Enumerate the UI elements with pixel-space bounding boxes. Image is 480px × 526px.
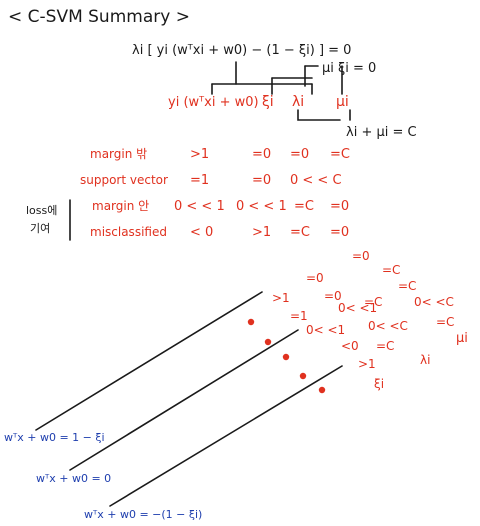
- row-mu: =0: [330, 199, 349, 214]
- diagram-margin-top: >1: [272, 291, 290, 305]
- row-lambda: =0: [290, 147, 309, 162]
- row-name: margin 밖: [90, 147, 147, 161]
- diagram-lambda-sv: 0< <C: [368, 319, 408, 333]
- row-mu: =0: [330, 225, 349, 240]
- page-title: < C-SVM Summary >: [8, 7, 190, 27]
- diagram-xi-sv: =0: [324, 289, 342, 303]
- lower-line-equation: wᵀx + w0 = −(1 − ξi): [84, 508, 202, 521]
- upper-line-equation: wᵀx + w0 = 1 − ξi: [4, 431, 105, 444]
- row-lambda: =C: [290, 225, 310, 240]
- diagram-lambda-top: =0: [352, 249, 370, 263]
- lambda-label: λi: [292, 94, 304, 110]
- diagram-lambda-name: λi: [420, 353, 430, 367]
- diagram-mu-mis: =C: [436, 315, 454, 329]
- row-margin: >1: [190, 147, 209, 162]
- row-xi: =0: [252, 173, 271, 188]
- diagram-lambda-labels: =0 0< <C =C =C λi: [352, 249, 430, 367]
- data-point: [318, 386, 326, 394]
- row-lambda: 0 < < C: [290, 173, 342, 188]
- data-point: [299, 372, 307, 380]
- upper-margin-line: [35, 291, 263, 431]
- diagram-lambda-in: =C: [364, 295, 382, 309]
- diagram-margin-mis: <0: [341, 339, 359, 353]
- diagram-lambda-mis: =C: [376, 339, 394, 353]
- kkt-tree-connectors: [211, 61, 351, 121]
- diagram-mu-name: μi: [456, 331, 468, 346]
- data-point: [247, 318, 255, 326]
- lower-margin-line: [109, 365, 343, 507]
- row-xi: >1: [252, 225, 271, 240]
- row-lambda: =C: [294, 199, 314, 214]
- row-name: margin 안: [92, 199, 149, 213]
- data-point: [264, 338, 272, 346]
- row-margin: 0 < < 1: [174, 199, 225, 214]
- diagram-margin-in: 0< <1: [306, 323, 345, 337]
- data-point: [282, 353, 290, 361]
- diagram-mu-top: =C: [382, 263, 400, 277]
- diagram-margin-sv: =1: [290, 309, 308, 323]
- margin-term-label: yi (wᵀxi + w0): [168, 95, 259, 110]
- row-xi: =0: [252, 147, 271, 162]
- lambda-mu-sum: λi + μi = C: [346, 125, 417, 140]
- loss-bracket-label-line2: 기여: [30, 222, 50, 235]
- hyperplanes: [35, 291, 343, 507]
- diagram-xi-in: 0< <1: [338, 301, 377, 315]
- row-margin: < 0: [190, 225, 213, 240]
- diagram-xi-top: =0: [306, 271, 324, 285]
- mu-xi-condition: μi ξi = 0: [322, 61, 376, 76]
- diagram-mu-in: 0< <C: [414, 295, 454, 309]
- middle-line-equation: wᵀx + w0 = 0: [36, 472, 111, 485]
- diagram-xi-labels: =0 =0 0< <1 >1 ξi: [306, 271, 384, 391]
- diagram-margin-labels: >1 =1 0< <1 <0: [272, 291, 359, 353]
- row-margin: =1: [190, 173, 209, 188]
- row-xi: 0 < < 1: [236, 199, 287, 214]
- diagram-xi-name: ξi: [374, 377, 384, 391]
- summary-table: margin 밖 >1 =0 =0 =C support vector =1 =…: [80, 147, 350, 240]
- kkt-equation: λi [ yi (wᵀxi + w0) − (1 − ξi) ] = 0: [132, 43, 351, 58]
- row-name: support vector: [80, 173, 168, 187]
- diagram-mu-labels: =C =C 0< <C =C μi: [382, 263, 468, 346]
- diagram-xi-mis: >1: [358, 357, 376, 371]
- data-points: [247, 318, 326, 394]
- row-mu: =C: [330, 147, 350, 162]
- row-name: misclassified: [90, 225, 167, 239]
- xi-label: ξi: [262, 94, 274, 110]
- mu-label: μi: [336, 94, 349, 110]
- decision-boundary-line: [69, 329, 299, 471]
- loss-bracket-label-line1: loss에: [26, 204, 57, 217]
- diagram-mu-sv: =C: [398, 279, 416, 293]
